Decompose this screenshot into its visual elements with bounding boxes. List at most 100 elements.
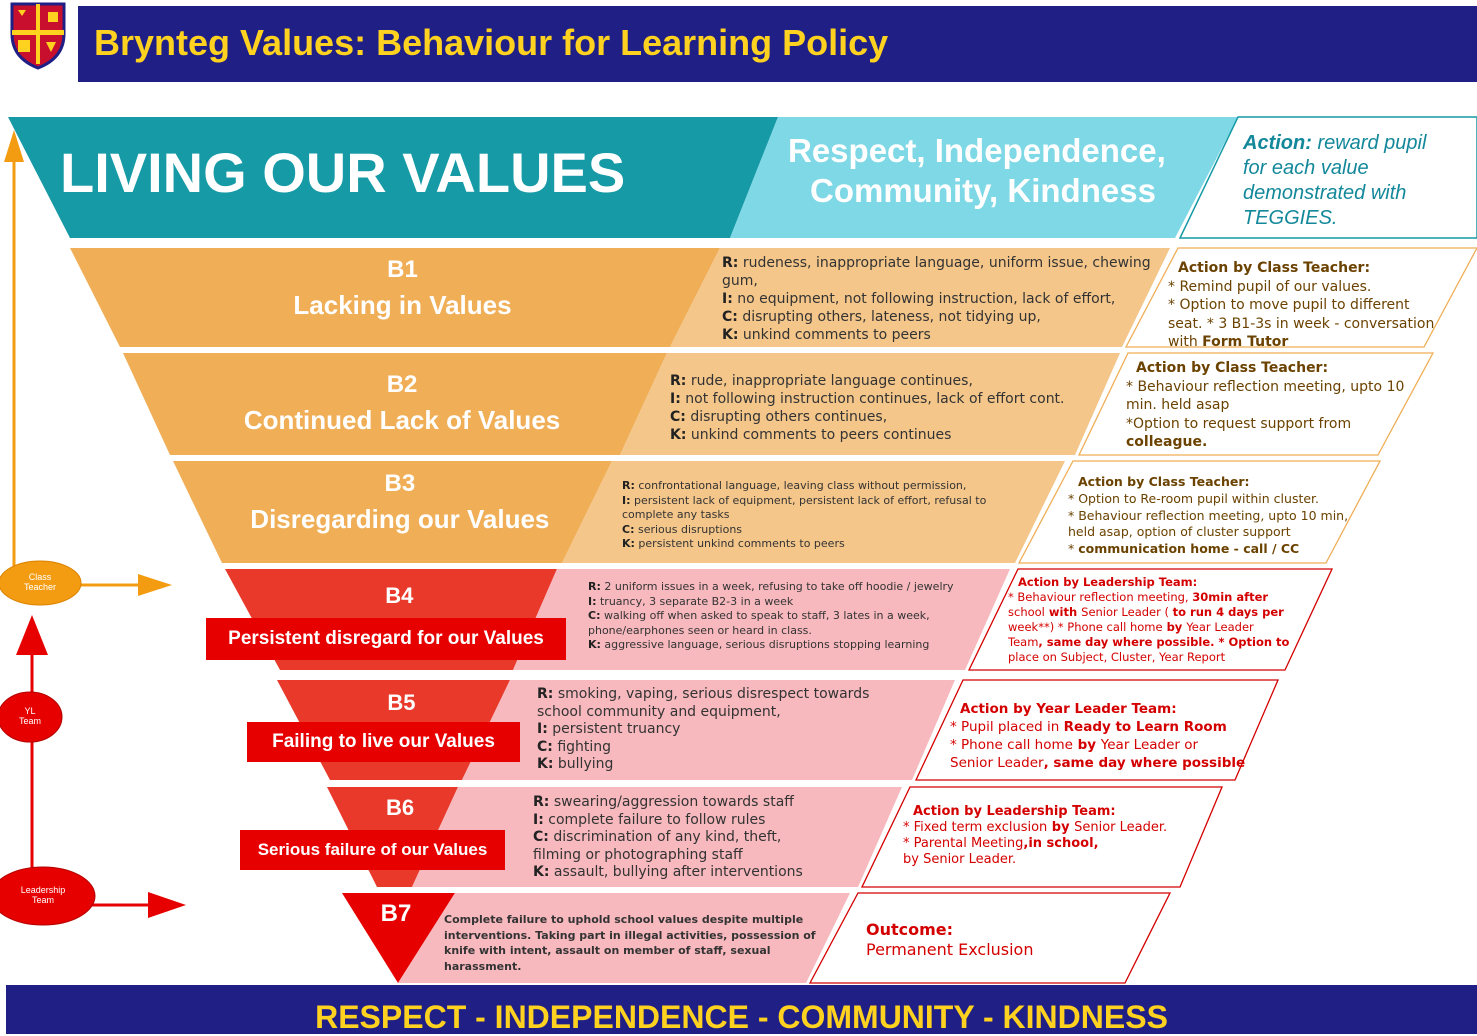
action-line: min. held asap [1126,397,1230,413]
level-b1-action: Action by Class Teacher:* Remind pupil o… [1168,259,1434,352]
action-line: with Form Tutor [1168,334,1289,350]
action-line: * Behaviour reflection meeting, upto 10 … [1068,507,1349,523]
action-title: Action by Class Teacher: [1136,360,1329,376]
escalation-node-2 [0,691,63,743]
level-b4-action-box [967,568,1334,671]
level-b4-behaviours: R: 2 uniform issues in a week, refusing … [588,580,954,653]
reward-action-line: TEGGIES. [1243,207,1338,229]
header-banner: Brynteg Values: Behaviour for Learning P… [78,6,1477,82]
behaviour-line: I: persistent truancy [537,721,681,737]
reward-action-line: reward pupil [1311,132,1427,154]
action-line: * Fixed term exclusion by Senior Leader. [903,820,1168,835]
values-band [730,117,1238,238]
level-name: Continued Lack of Values [243,405,561,435]
behaviour-line: C: disrupting others, lateness, not tidy… [722,309,1041,325]
action-line: by Senior Leader. [903,852,1017,867]
class-teacher-up-arrow-head [4,130,24,162]
behaviour-line: K: aggressive language, serious disrupti… [588,638,930,651]
action-line: * communication home - call / CC [1068,541,1300,557]
behaviour-line: K: bullying [537,756,614,772]
escalation-node-1 [0,560,82,606]
behaviour-line: I: not following instruction continues, … [670,391,1065,407]
behaviour-line: phone/earphones seen or heard in class. [588,623,812,637]
behaviour-line: I: persistent lack of equipment, persist… [622,493,987,507]
level-b5-name-label: Failing to live our Values [247,722,520,762]
level-name: Lacking in Values [293,290,512,320]
behaviour-line: C: serious disruptions [622,522,743,536]
behaviour-line: K: unkind comments to peers [722,327,931,343]
action-title: Action by Class Teacher: [1178,260,1371,276]
leadership-right-arrow-head [148,892,186,918]
level-b3-behaviours-band [562,461,1065,563]
behaviour-line: C: disrupting others continues, [670,409,888,425]
action-line: * Option to move pupil to different [1168,297,1410,313]
behaviour-line: R: swearing/aggression towards staff [533,794,794,810]
level-b2-behaviours-band [620,353,1120,455]
level-code: B4 [385,583,414,608]
level-code: B6 [385,795,415,820]
action-title: Action by Leadership Team: [913,804,1116,819]
school-crest-icon [10,2,66,70]
action-line: seat. * 3 B1-3s in week - conversation [1168,315,1435,332]
behaviour-line: C: fighting [537,738,612,755]
behaviour-line: R: confrontational language, leaving cla… [622,479,967,492]
level-b6-behaviours-band [412,787,902,887]
level-b2-action: Action by Class Teacher:* Behaviour refl… [1126,359,1404,452]
action-line: week**) * Phone call home by Year Leader [1008,620,1254,634]
behaviour-line: I: truancy, 3 separate B2-3 in a week [588,594,794,608]
behaviour-line: K: persistent unkind comments to peers [622,537,845,550]
behaviour-line: R: rude, inappropriate language continue… [670,373,973,389]
footer-banner: RESPECT - INDEPENDENCE - COMMUNITY - KIN… [6,985,1477,1035]
action-line: place on Subject, Cluster, Year Report [1008,650,1226,664]
level-b2-behaviours: R: rude, inappropriate language continue… [670,372,1065,444]
level-b5-behaviours: R: smoking, vaping, serious disrespect t… [537,686,869,774]
level-b2-action-box [1077,352,1435,456]
level-b2-band [123,353,667,455]
level-b3-behaviours: R: confrontational language, leaving cla… [622,479,986,552]
level-b5-behaviours-band [462,680,955,780]
behaviour-line: R: rudeness, inappropriate language, uni… [722,255,1151,271]
page-title: Brynteg Values: Behaviour for Learning P… [94,22,889,63]
level-code: B5 [387,690,416,715]
behaviour-line: complete any tasks [622,508,730,521]
behaviour-line: C: walking off when asked to speak to st… [588,609,930,622]
reward-action-box [1178,116,1477,239]
level-b6-title: B6 [200,795,600,821]
action-line: colleague. [1126,434,1208,450]
reward-action-label: Action: [1243,132,1312,154]
action-title: Outcome: [866,920,954,939]
behaviour-line: I: no equipment, not following instructi… [722,291,1116,307]
action-line: Senior Leader, same day where possible [950,755,1246,771]
action-line: school with Senior Leader ( to run 4 day… [1008,605,1284,619]
living-our-values-text: LIVING OUR VALUES [60,141,626,204]
behaviour-line: K: assault, bullying after interventions [533,864,803,880]
level-b7-action-box [808,892,1172,984]
action-line: *Option to request support from [1126,415,1352,432]
behaviour-line: R: smoking, vaping, serious disrespect t… [537,686,870,702]
escalation-node-3 [0,866,96,926]
level-b7-behaviours-band [398,893,850,983]
level-b7-behaviours: Complete failure to uphold school values… [444,912,816,974]
level-b1-action-box [1124,247,1477,348]
behaviour-line: harassment. [444,959,522,973]
level-b4-title: B4 [199,583,599,609]
reward-action-line: for each value [1243,157,1369,179]
action-title: Action by Year Leader Team: [960,701,1177,717]
level-code: B3 [384,470,416,497]
level-b4-name-label: Persistent disregard for our Values [206,618,566,660]
action-line: * Parental Meeting,in school, [903,836,1099,851]
values-line-2: Community, Kindness [810,172,1156,209]
level-b6-action-box [860,786,1223,888]
level-b3-band [173,461,612,563]
behaviour-line: gum, [722,273,758,289]
footer-values: RESPECT - INDEPENDENCE - COMMUNITY - KIN… [315,999,1168,1035]
level-b7-title: B7 [196,900,596,928]
level-b7-band [342,893,455,983]
level-b4-behaviours-band [513,569,1010,670]
